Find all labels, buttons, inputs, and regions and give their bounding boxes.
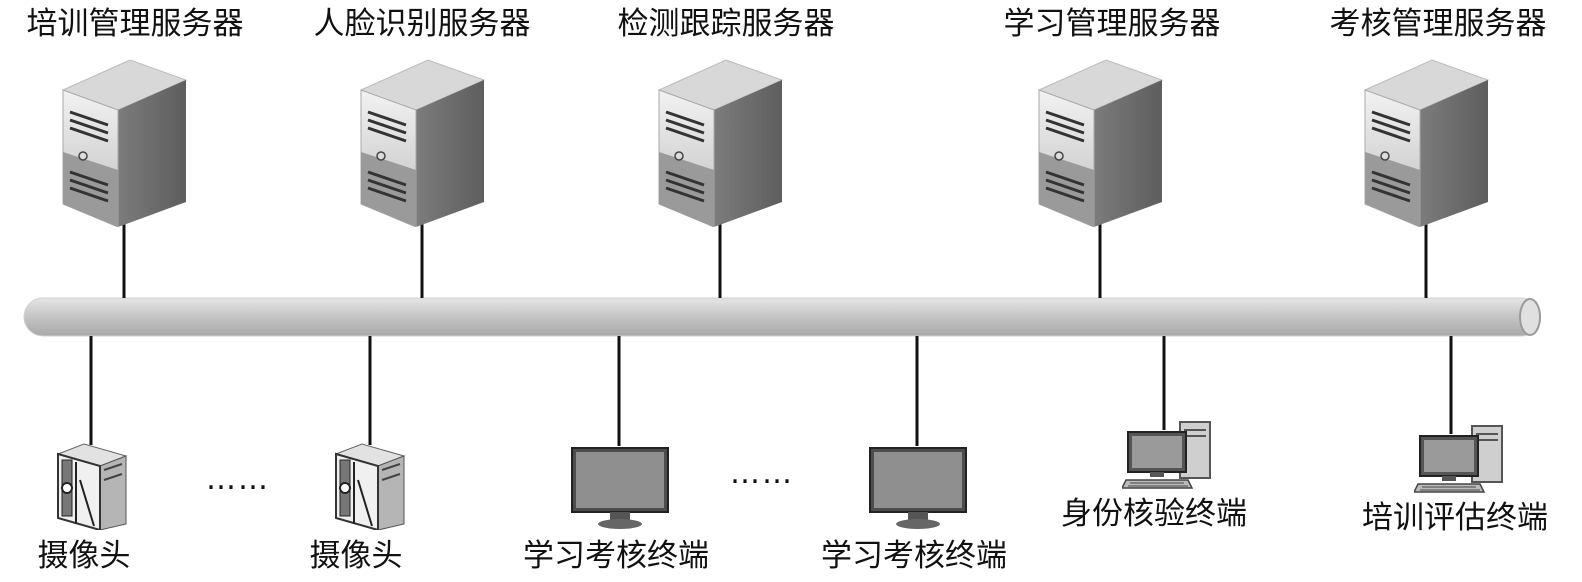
server-connectors: [122, 210, 1428, 298]
client-label: 学习考核终端: [523, 538, 709, 574]
server-tower-icon: [657, 58, 784, 227]
camera-icon: [335, 443, 405, 530]
server-label: 检测跟踪服务器: [617, 6, 835, 42]
server-label: 培训管理服务器: [26, 6, 244, 42]
server-tower-icon: [61, 58, 188, 227]
server-tower-icon: [1363, 58, 1490, 227]
ellipsis: ……: [730, 456, 794, 491]
monitor-icon: [869, 447, 967, 530]
camera-icon: [57, 443, 127, 530]
client-label: 学习考核终端: [821, 538, 1007, 574]
client-label: 摄像头: [309, 538, 403, 574]
server-label: 学习管理服务器: [1003, 6, 1221, 42]
client-label: 培训评估终端: [1362, 500, 1548, 536]
desktop-computer-icon: [1122, 421, 1211, 489]
monitor-icon: [571, 447, 669, 530]
server-tower-icon: [1037, 58, 1164, 227]
server-tower-icon: [359, 58, 486, 227]
network-bus: [23, 297, 1541, 337]
ellipsis: ……: [206, 462, 270, 497]
desktop-computer-icon: [1414, 425, 1503, 493]
client-label: 摄像头: [37, 538, 131, 574]
client-label: 身份核验终端: [1061, 496, 1247, 532]
client-connectors: [89, 336, 1453, 446]
server-label: 人脸识别服务器: [313, 6, 531, 42]
server-label: 考核管理服务器: [1329, 6, 1547, 42]
